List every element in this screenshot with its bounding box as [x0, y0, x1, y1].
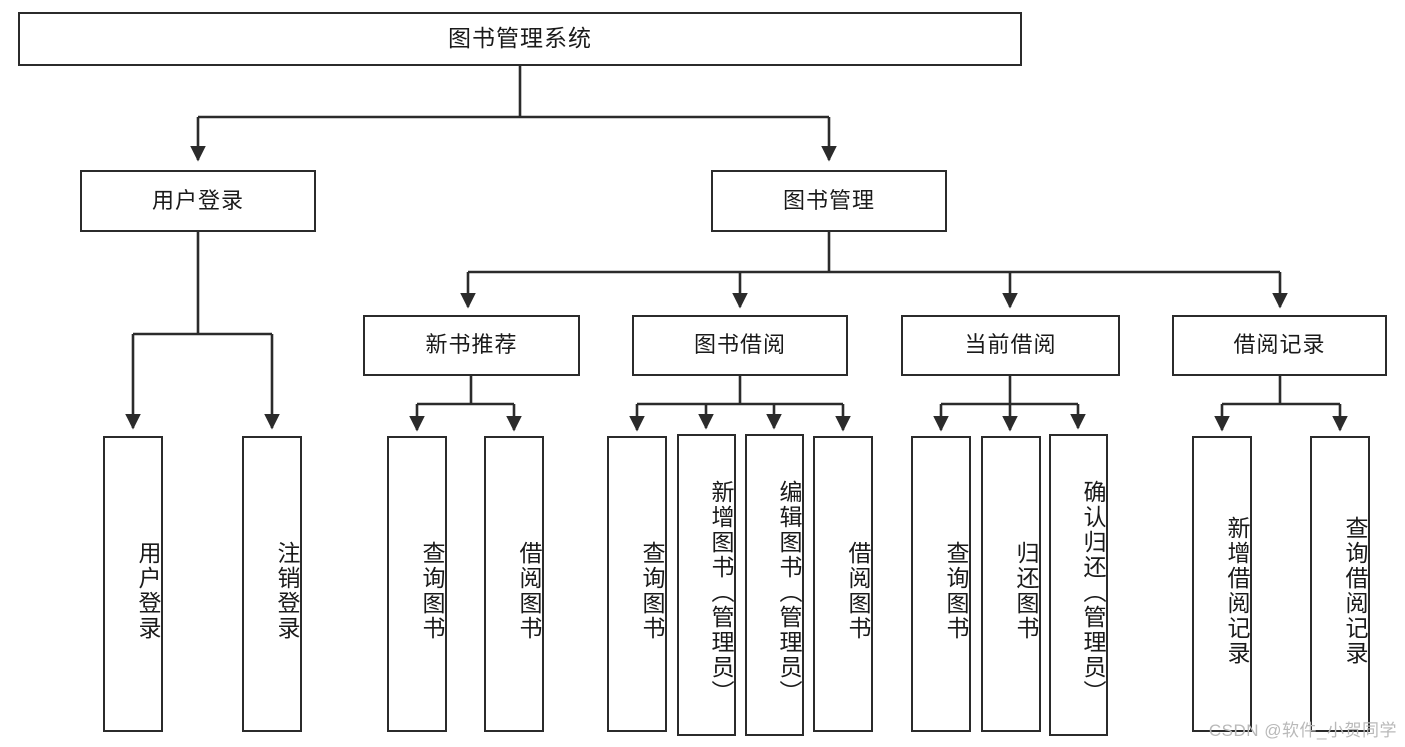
- node-label: 图书借阅: [693, 332, 786, 358]
- node-label: 新增图书（管理员）: [708, 479, 734, 705]
- node-root-system[interactable]: 图书管理系统: [18, 12, 1022, 66]
- node-leaf-user-login[interactable]: 用户登录: [103, 436, 163, 732]
- node-leaf-record-query[interactable]: 查询借阅记录: [1310, 436, 1370, 732]
- node-label: 查询借阅记录: [1342, 516, 1368, 666]
- node-leaf-current-query-book[interactable]: 查询图书: [911, 436, 971, 732]
- node-new-book-recommend[interactable]: 新书推荐: [363, 315, 580, 376]
- node-current-borrow[interactable]: 当前借阅: [901, 315, 1120, 376]
- node-label: 借阅图书: [516, 541, 542, 641]
- node-label: 注销登录: [274, 541, 300, 641]
- node-leaf-borrow-edit-book-admin[interactable]: 编辑图书（管理员）: [745, 434, 804, 736]
- node-label: 查询图书: [639, 541, 665, 641]
- node-label: 查询图书: [943, 541, 969, 641]
- node-book-borrow[interactable]: 图书借阅: [632, 315, 848, 376]
- node-label: 新增借阅记录: [1224, 516, 1250, 666]
- node-leaf-current-confirm-return-admin[interactable]: 确认归还（管理员）: [1049, 434, 1108, 736]
- node-leaf-logout[interactable]: 注销登录: [242, 436, 302, 732]
- node-label: 确认归还（管理员）: [1080, 479, 1106, 705]
- node-leaf-recommend-borrow-book[interactable]: 借阅图书: [484, 436, 544, 732]
- node-label: 用户登录: [151, 187, 244, 213]
- csdn-watermark: CSDN @软件_小贺同学: [1208, 721, 1397, 740]
- node-label: 当前借阅: [964, 332, 1057, 358]
- node-label: 图书管理系统: [448, 25, 592, 52]
- node-label: 新书推荐: [425, 332, 518, 358]
- node-label: 查询图书: [419, 541, 445, 641]
- node-leaf-borrow-query-book[interactable]: 查询图书: [607, 436, 667, 732]
- node-leaf-recommend-query-book[interactable]: 查询图书: [387, 436, 447, 732]
- node-user-login[interactable]: 用户登录: [80, 170, 316, 232]
- node-label: 借阅图书: [845, 541, 871, 641]
- node-label: 图书管理: [782, 187, 875, 213]
- node-book-manage[interactable]: 图书管理: [711, 170, 947, 232]
- node-label: 归还图书: [1013, 541, 1039, 641]
- node-label: 借阅记录: [1233, 332, 1326, 358]
- node-borrow-record[interactable]: 借阅记录: [1172, 315, 1387, 376]
- node-label: 用户登录: [135, 541, 161, 641]
- node-leaf-current-return-book[interactable]: 归还图书: [981, 436, 1041, 732]
- node-leaf-borrow-add-book-admin[interactable]: 新增图书（管理员）: [677, 434, 736, 736]
- node-leaf-borrow-borrow-book[interactable]: 借阅图书: [813, 436, 873, 732]
- node-label: 编辑图书（管理员）: [776, 479, 802, 705]
- node-leaf-record-add[interactable]: 新增借阅记录: [1192, 436, 1252, 732]
